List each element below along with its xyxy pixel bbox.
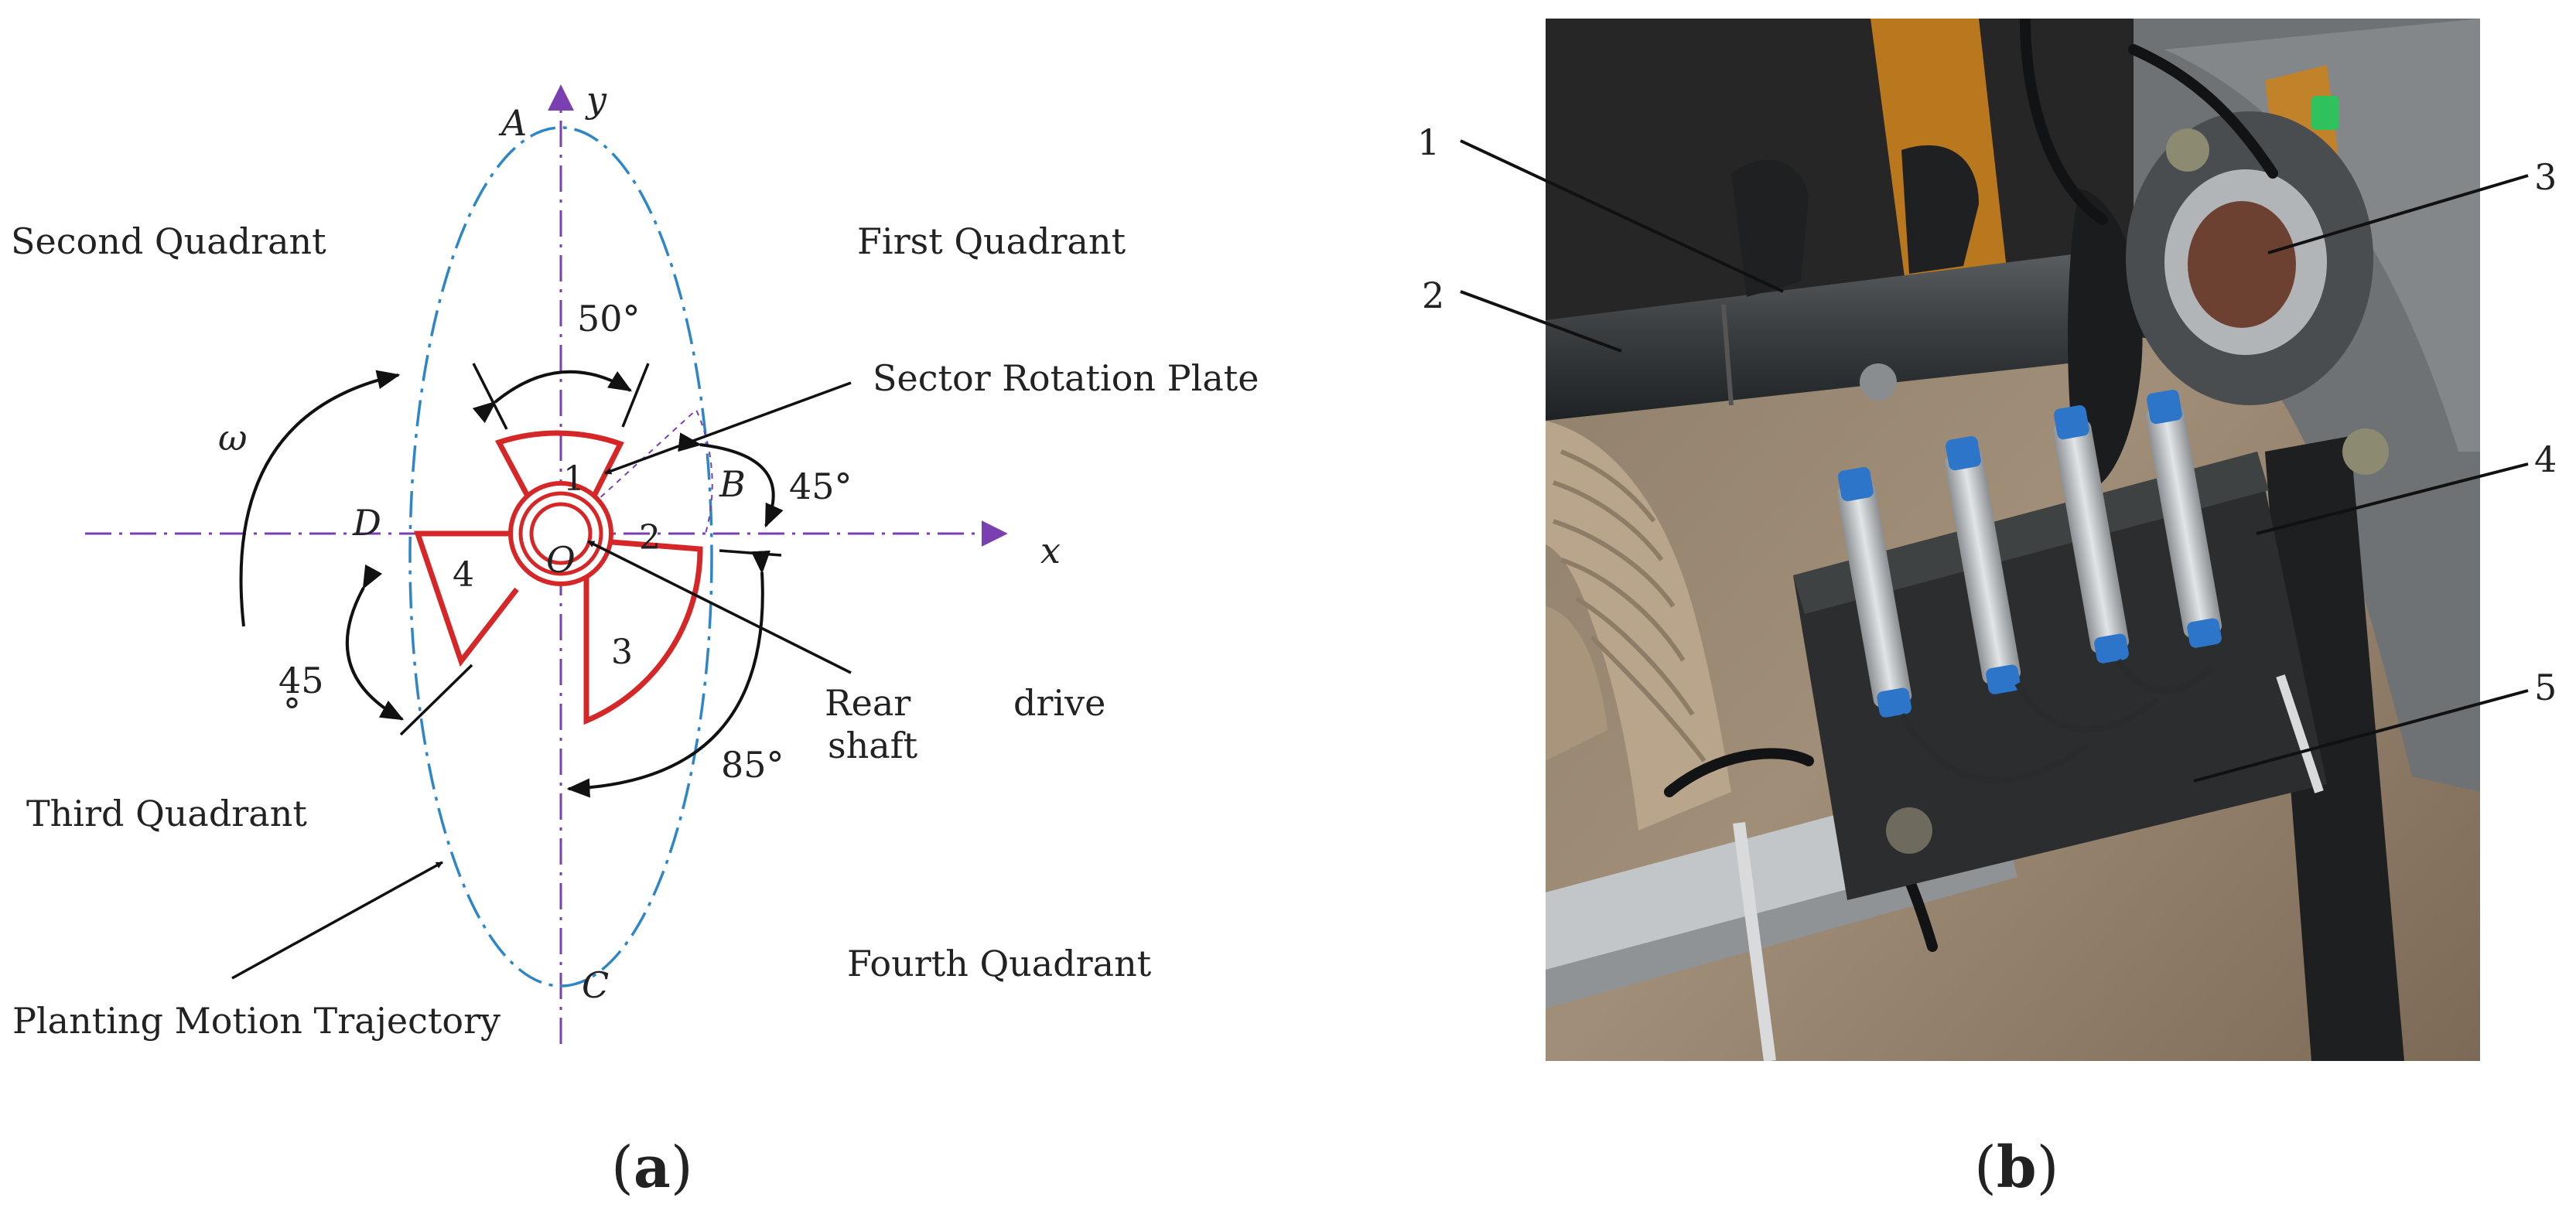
sector-1 xyxy=(494,430,624,499)
caption-a: (a) xyxy=(611,1134,693,1201)
trajectory-label: Planting Motion Trajectory xyxy=(12,1000,501,1042)
fourth-quadrant-label: Fourth Quadrant xyxy=(847,943,1152,984)
callout-2-line xyxy=(1460,290,1622,353)
x-axis-label: x xyxy=(1040,530,1061,571)
angle-45-lower-arc xyxy=(345,564,405,721)
panel-b-photo: 1 2 3 4 5 (b) xyxy=(1417,19,2557,1201)
callout-1: 1 xyxy=(1417,121,1440,163)
omega-rotation-arc xyxy=(239,370,401,627)
point-o-label: O xyxy=(546,539,576,581)
angle-50-arc xyxy=(472,370,633,424)
point-c-label: C xyxy=(582,964,609,1006)
boundary-tick-45-top xyxy=(472,363,508,430)
machine-photo xyxy=(1546,19,2480,1061)
callout-5-line xyxy=(2193,689,2529,783)
sector-3-number: 3 xyxy=(611,633,633,672)
sector-rotation-plate-label: Sector Rotation Plate xyxy=(873,357,1259,399)
third-quadrant-label: Third Quadrant xyxy=(26,793,307,834)
sector-2-number: 2 xyxy=(639,518,661,558)
rear-shaft-leader xyxy=(587,540,852,674)
callout-2: 2 xyxy=(1422,275,1444,316)
callout-4-line xyxy=(2256,462,2529,535)
angle-45-upper-label: 45° xyxy=(789,466,852,507)
rear-shaft-inner xyxy=(529,502,593,565)
boundary-tick-45-left xyxy=(399,663,473,736)
callout-1-line xyxy=(1460,139,1784,293)
angle-45-lower-number: 45 xyxy=(278,660,324,701)
angle-45-upper-arc xyxy=(678,432,784,528)
callout-3: 3 xyxy=(2534,156,2557,198)
rear-label: Rear xyxy=(825,682,910,724)
sector-1-number: 1 xyxy=(563,459,585,499)
angle-85-arc xyxy=(566,550,770,798)
trajectory-leader xyxy=(231,861,443,980)
boundary-tick-45-right xyxy=(719,549,782,557)
rear-shaft-mid xyxy=(518,491,603,576)
omega-label: ω xyxy=(218,417,248,459)
shaft-label: shaft xyxy=(828,725,918,766)
callout-4: 4 xyxy=(2534,438,2557,480)
angle-50-label: 50° xyxy=(577,298,641,339)
first-quadrant-label: First Quadrant xyxy=(857,220,1126,262)
second-quadrant-label: Second Quadrant xyxy=(11,220,326,262)
caption-b: (b) xyxy=(1974,1134,2059,1201)
boundary-tick-50-right xyxy=(621,363,650,428)
sector-4-number: 4 xyxy=(453,555,474,595)
point-a-label: A xyxy=(498,102,527,144)
point-b-label: B xyxy=(719,463,746,505)
sector-4 xyxy=(414,530,526,667)
angle-85-label: 85° xyxy=(721,744,784,786)
point-d-label: D xyxy=(352,502,381,544)
sector-plate-leader xyxy=(604,381,852,475)
angle-45-lower-degree: ° xyxy=(283,691,301,732)
y-axis-label: y xyxy=(585,79,607,121)
callout-3-line xyxy=(2267,174,2529,254)
callout-5: 5 xyxy=(2534,667,2557,708)
panel-a-diagram: y x A B C D O ω First Quadrant Second Qu… xyxy=(11,79,1259,1201)
drive-label: drive xyxy=(1013,682,1105,724)
